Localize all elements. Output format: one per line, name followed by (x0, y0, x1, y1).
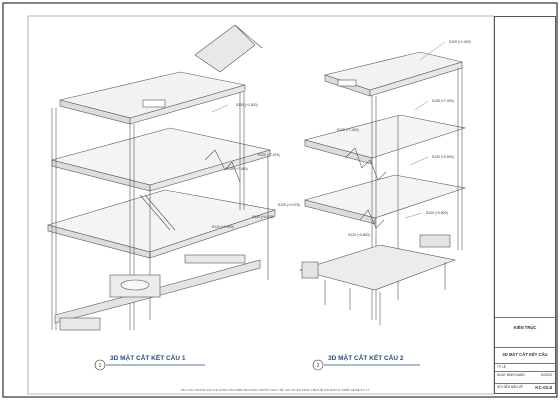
level-tag-1-0: S105 (+1.500) (236, 103, 258, 107)
gable-roof-1 (194, 24, 256, 73)
level-tag-2-0: S105 (+1.400) (449, 40, 471, 44)
level-tag-1-2: S120 (+7.576) (258, 153, 280, 157)
view-number-1: 1 (99, 363, 102, 369)
level-tag-1-4: S120 (+4.078) (252, 215, 274, 219)
level-tags: S105 (+1.500) S105 (+7.450) S120 (+7.576… (212, 40, 471, 237)
floor-slab-1b (46, 189, 276, 253)
title-block: KIẾN TRÚC 3D MẶT CẮT KẾT CẤU TỶ LỆ NGÀY … (494, 16, 556, 394)
view-title-text-2: 3D MẶT CẮT KẾT CẤU 2 (328, 352, 404, 362)
format-date-value: 10/2024 (540, 373, 552, 377)
view-title-1: 1 3D MẶT CẮT KẾT CẤU 1 (94, 352, 205, 371)
sheet-number-row: SỐ HIỆU BẢN VẼ KC-02.8 (495, 383, 555, 394)
floor-slab-1a (50, 127, 271, 186)
ground-floor-2 (298, 244, 457, 291)
discipline-label: KIẾN TRÚC (495, 317, 555, 337)
view-title-text-1: 3D MẶT CẮT KẾT CẤU 1 (110, 352, 186, 362)
view-number-circle-1 (94, 359, 106, 371)
level-tag-2-2: S120 (+7.400) (337, 128, 359, 132)
format-date-label: NGÀY ĐỊNH DẠNG (497, 373, 525, 377)
level-tag-2-5: S120 (+0.800) (348, 233, 370, 237)
level-tag-1-5: S120 (+0.900) (212, 225, 234, 229)
view-title-2: 2 3D MẶT CẮT KẾT CẤU 2 (312, 352, 420, 371)
sheet-number-label: SỐ HIỆU BẢN VẼ (497, 385, 523, 389)
isometric-model-1 (46, 24, 276, 331)
level-tag-1-1: S105 (+7.450) (226, 167, 248, 171)
scale-label: TỶ LỆ (495, 363, 555, 370)
footnote: YÊU CẦU TRƯỚC KHI THI CÔNG CẦN KIỂM TRA … (180, 388, 370, 392)
isometric-model-2 (298, 51, 467, 325)
format-date-row: NGÀY ĐỊNH DẠNG 10/2024 (495, 371, 555, 378)
drawing-title: 3D MẶT CẮT KẾT CẤU (495, 347, 555, 361)
level-tag-2-1: S105 (+7.400) (432, 99, 454, 103)
view-number-circle-2 (312, 359, 324, 371)
level-tag-2-3: S120 (+5.900) (432, 155, 454, 159)
level-tag-1-3: S120 (+4.078) (278, 203, 300, 207)
view-number-2: 2 (317, 363, 320, 369)
level-tag-2-4: S120 (+0.500) (426, 211, 448, 215)
sheet-number: KC-02.8 (535, 385, 552, 390)
